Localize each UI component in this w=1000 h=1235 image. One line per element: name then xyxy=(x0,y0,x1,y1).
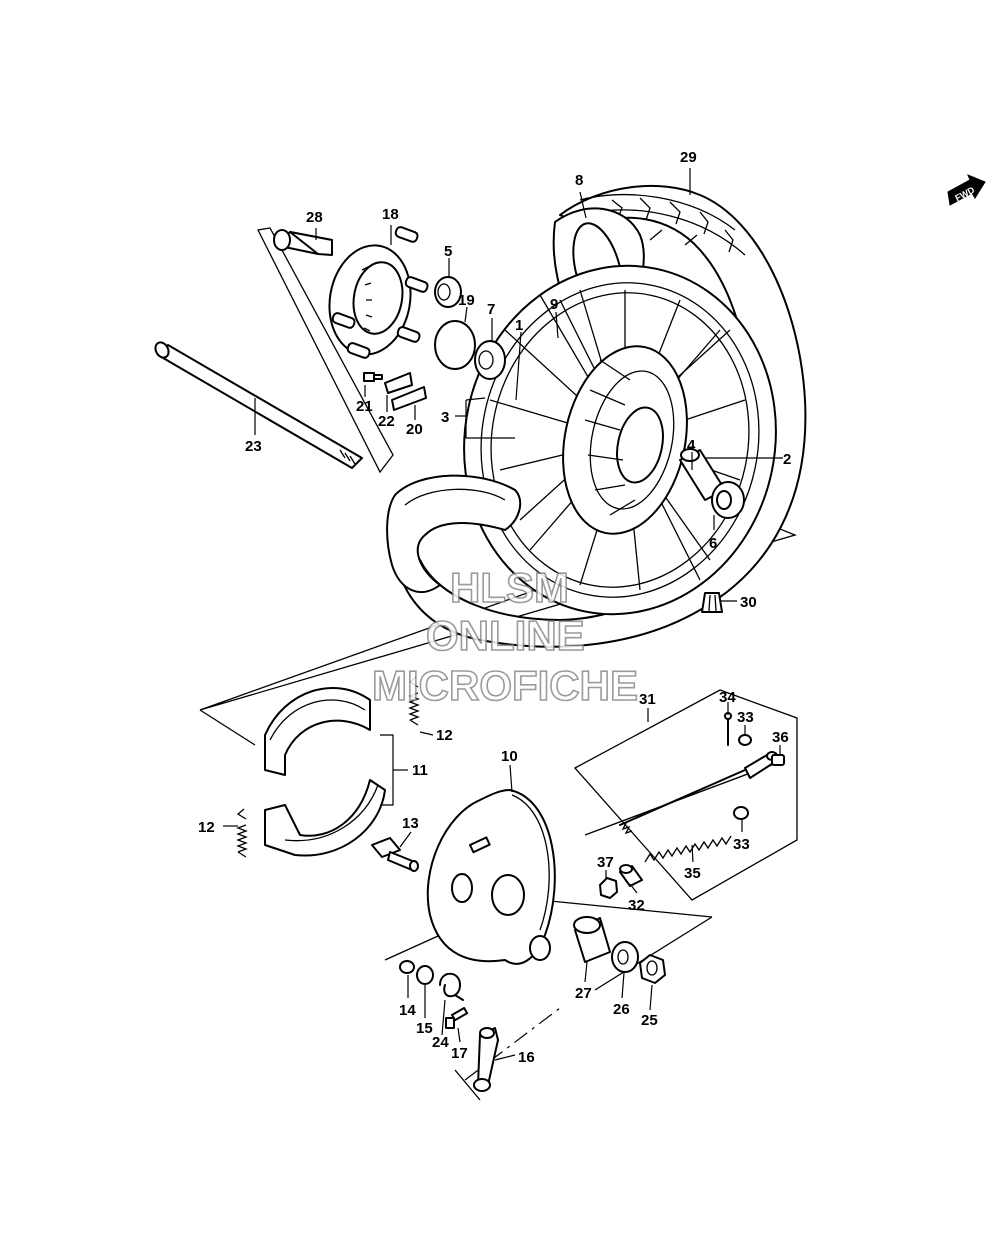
o-ring xyxy=(434,320,476,370)
callout-4: 4 xyxy=(687,437,696,454)
callout-33b: 33 xyxy=(733,836,750,853)
washer-lower xyxy=(733,806,749,820)
callout-21: 21 xyxy=(356,398,373,415)
callout-2: 2 xyxy=(783,451,791,468)
callout-6: 6 xyxy=(709,535,717,552)
axle-washer xyxy=(611,941,639,973)
callout-35: 35 xyxy=(684,865,701,882)
callout-18: 18 xyxy=(382,206,399,223)
brake-spacer xyxy=(573,916,611,963)
callout-30: 30 xyxy=(740,594,757,611)
callout-8: 8 xyxy=(575,172,583,189)
callout-26: 26 xyxy=(613,1001,630,1018)
cotter-pin xyxy=(724,712,732,746)
callout-29: 29 xyxy=(680,149,697,166)
lock-washer xyxy=(384,372,413,394)
shoe-spring-lower xyxy=(236,808,248,858)
watermark-line-2: ONLINE xyxy=(426,612,585,659)
arm-centerline xyxy=(464,1007,561,1081)
rear-axle xyxy=(154,341,363,469)
callout-33a: 33 xyxy=(737,709,754,726)
callout-32: 32 xyxy=(628,897,645,914)
callout-1: 1 xyxy=(515,317,523,334)
callout-13: 13 xyxy=(402,815,419,832)
tire-lower-section xyxy=(386,474,522,594)
brake-panel xyxy=(426,789,556,965)
return-spring xyxy=(439,972,464,1001)
shoe-spring-upper xyxy=(408,676,420,726)
callout-23: 23 xyxy=(245,438,262,455)
circlip xyxy=(399,960,415,974)
brake-group-outline xyxy=(199,709,256,746)
callout-11: 11 xyxy=(412,762,428,779)
callout-19: 19 xyxy=(458,292,475,309)
oil-seal xyxy=(434,276,462,308)
watermark: HLSM ONLINE MICROFICHE xyxy=(371,563,639,710)
brake-cam-lever xyxy=(473,1027,499,1092)
callout-9: 9 xyxy=(550,296,558,313)
callout-5: 5 xyxy=(444,243,452,260)
callout-14: 14 xyxy=(399,1002,416,1019)
joint-collar xyxy=(619,864,643,887)
washer-upper xyxy=(738,734,752,746)
callout-16: 16 xyxy=(518,1049,535,1066)
callout-20: 20 xyxy=(406,421,423,438)
callout-17: 17 xyxy=(451,1045,468,1062)
callout-34: 34 xyxy=(719,689,736,706)
arm-bolt xyxy=(445,1007,469,1029)
callout-36: 36 xyxy=(772,729,789,746)
bearing-right xyxy=(711,481,745,519)
sprocket-mounting-drum xyxy=(328,226,429,359)
axle-nut xyxy=(639,954,666,984)
cable-kit-box xyxy=(573,689,798,901)
callout-12b: 12 xyxy=(198,819,215,836)
adjust-nut xyxy=(599,877,618,899)
hub-bolt xyxy=(363,372,383,382)
hub-assembly-outline xyxy=(257,227,394,474)
callout-27: 27 xyxy=(575,985,592,1002)
arm-group-line xyxy=(454,1069,481,1101)
lock-plate xyxy=(391,386,427,411)
watermark-line-3: MICROFICHE xyxy=(372,662,638,709)
hub-damper-collar xyxy=(273,229,333,256)
rod-pin xyxy=(771,754,785,766)
brake-spring xyxy=(644,835,732,863)
callout-3: 3 xyxy=(441,409,449,426)
callout-15: 15 xyxy=(416,1020,433,1037)
callout-28: 28 xyxy=(306,209,323,226)
brake-shoes xyxy=(264,686,386,857)
spacer-group-line xyxy=(539,899,713,918)
callout-24: 24 xyxy=(432,1034,449,1051)
brake-camshaft xyxy=(371,837,419,872)
callout-12a: 12 xyxy=(436,727,453,744)
spacer-group-line-2 xyxy=(594,916,713,991)
fwd-arrow: FWD xyxy=(947,174,986,206)
leader-lines xyxy=(223,168,783,1061)
callout-37: 37 xyxy=(597,854,614,871)
callout-7: 7 xyxy=(487,301,495,318)
cam-washer xyxy=(416,965,434,985)
valve-cap xyxy=(701,592,723,613)
bearing-left xyxy=(474,340,506,380)
callout-22: 22 xyxy=(378,413,395,430)
watermark-line-1: HLSM xyxy=(450,564,569,611)
callout-25: 25 xyxy=(641,1012,658,1029)
callout-31: 31 xyxy=(639,691,656,708)
callout-labels: 1 2 3 4 5 6 7 8 9 10 11 12 12 13 14 15 1… xyxy=(198,149,791,1066)
callout-10: 10 xyxy=(501,748,518,765)
